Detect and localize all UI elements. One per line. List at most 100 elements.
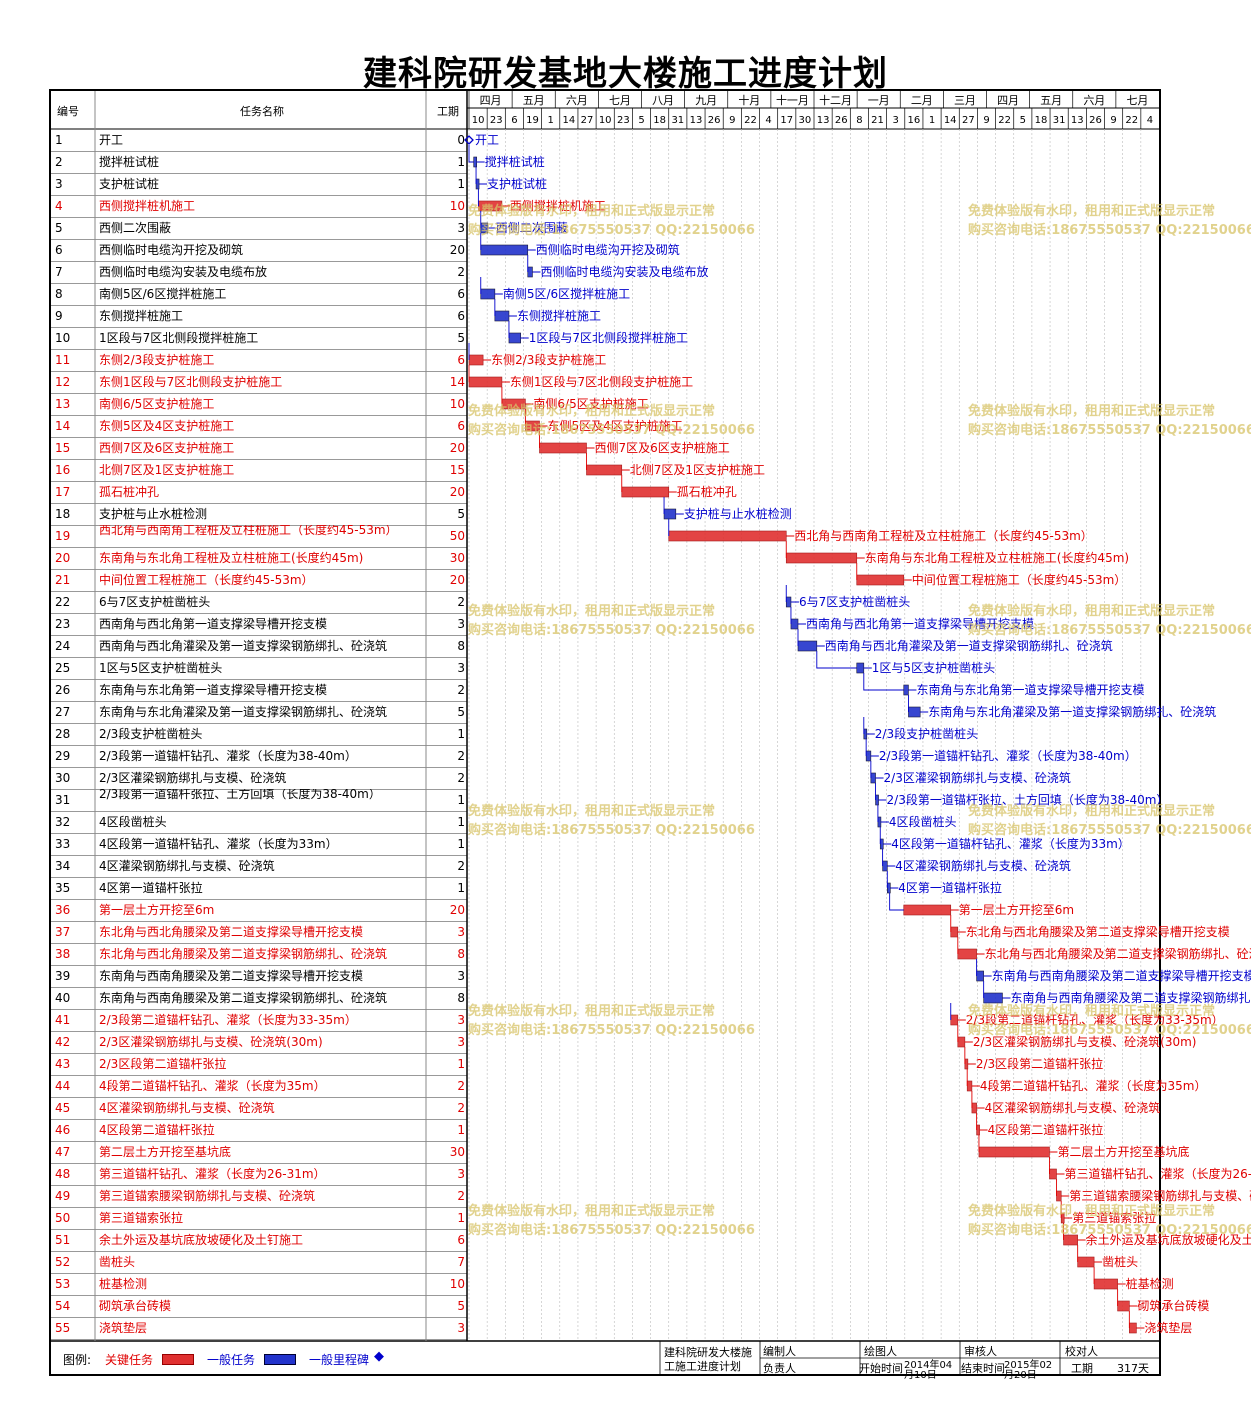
- task-bar-label: 4区灌梁钢筋绑扎与支模、砼浇筑: [985, 1100, 1161, 1115]
- start-time-value-1: 2014年04: [904, 1360, 953, 1371]
- task-bar-label: 4区段凿桩头: [889, 814, 957, 829]
- task-bar-label: 2/3段支护桩凿桩头: [875, 726, 978, 741]
- task-name: 西南角与西北角灌梁及第一道支撑梁钢筋绑扎、砼浇筑: [99, 639, 388, 653]
- task-bar: [865, 750, 872, 762]
- task-name: 2/3段支护桩凿桩头: [99, 727, 203, 741]
- task-bar: [468, 376, 503, 388]
- task-id: 13: [55, 397, 71, 411]
- task-duration: 15: [449, 463, 465, 477]
- task-duration: 6: [457, 1233, 465, 1247]
- task-duration: 1: [457, 793, 465, 807]
- task-bar: [1129, 1322, 1137, 1334]
- task-name: 余土外运及基坑底放坡硬化及土钉施工: [99, 1233, 304, 1247]
- day-tick-label: 3: [893, 115, 899, 126]
- day-tick-label: 8: [856, 115, 862, 126]
- day-tick-label: 30: [799, 115, 812, 126]
- task-duration: 3: [457, 1035, 465, 1049]
- task-bar-label: 2/3段第二道锚杆钻孔、灌浆（长度为33-35m）: [966, 1012, 1224, 1027]
- task-duration: 20: [449, 243, 465, 257]
- header-id: 编号: [57, 105, 79, 118]
- watermark: 免费体验版有水印，租用和正式版显示正常购买咨询电话:18675550537 QQ…: [968, 1202, 1251, 1240]
- month-label: 七月: [609, 94, 631, 107]
- task-bar-label: 4区段第二道锚杆张拉: [988, 1122, 1104, 1137]
- watermark-line: 免费体验版有水印，租用和正式版显示正常: [968, 1204, 1216, 1219]
- task-bar-label: 2/3区灌梁钢筋绑扎与支模、砼浇筑: [884, 770, 1071, 785]
- responsible-label: 负责人: [763, 1362, 796, 1375]
- task-bar-label: 东侧1区段与7区北侧段支护桩施工: [510, 374, 693, 389]
- watermark-line: 购买咨询电话:18675550537 QQ:22150066: [968, 223, 1251, 238]
- dependency-arrow: [468, 145, 474, 163]
- legend-milestone-icon: ◆: [374, 1349, 384, 1364]
- day-tick-label: 5: [1020, 115, 1026, 126]
- task-duration: 5: [457, 1299, 465, 1313]
- task-bar-label: 第三道锚索张拉: [1072, 1210, 1156, 1225]
- task-duration: 3: [457, 221, 465, 235]
- task-bar-label: 东南角与西南角腰梁及第二道支撑梁导槽开挖支模: [992, 968, 1251, 983]
- watermark: 免费体验版有水印，租用和正式版显示正常购买咨询电话:18675550537 QQ…: [968, 202, 1251, 240]
- task-bar-label: 第一层土方开挖至6m: [959, 902, 1074, 917]
- task-duration: 2: [457, 683, 465, 697]
- month-label: 十二月: [819, 93, 852, 107]
- task-bar-label: 4段第二道锚杆钻孔、灌浆（长度为35m）: [980, 1078, 1207, 1093]
- day-tick-label: 22: [744, 115, 757, 126]
- start-time-value-2: 月10日: [904, 1370, 937, 1381]
- day-tick-label: 1: [548, 115, 554, 126]
- task-bar-label: 桩基检测: [1126, 1276, 1174, 1291]
- day-tick-label: 6: [511, 115, 517, 126]
- task-bar: [468, 354, 484, 366]
- watermark: 免费体验版有水印，租用和正式版显示正常购买咨询电话:18675550537 QQ…: [468, 602, 755, 640]
- month-label: 七月: [1126, 94, 1148, 107]
- legend-normal-label: 一般任务: [207, 1353, 256, 1367]
- task-duration: 5: [457, 331, 465, 345]
- legend-milestone-label: 一般里程碑: [309, 1353, 370, 1367]
- task-bar: [668, 530, 787, 542]
- task-duration: 3: [457, 661, 465, 675]
- task-duration: 20: [449, 573, 465, 587]
- task-duration: 2: [457, 749, 465, 763]
- legend-critical-label: 关键任务: [105, 1353, 154, 1367]
- task-name: 东侧1区段与7区北侧段支护桩施工: [99, 375, 283, 389]
- watermark-line: 购买咨询电话:18675550537 QQ:22150066: [468, 1223, 755, 1238]
- task-duration: 7: [457, 1255, 465, 1269]
- day-tick-label: 19: [526, 115, 539, 126]
- task-id: 24: [55, 639, 71, 653]
- month-label: 三月: [954, 94, 976, 107]
- task-bar: [785, 596, 792, 608]
- task-name: 东北角与西北角腰梁及第二道支撑梁钢筋绑扎、砼浇筑: [99, 947, 388, 961]
- month-label: 六月: [1083, 94, 1105, 107]
- task-id: 44: [55, 1079, 71, 1093]
- task-bar-label: 南侧6/5区支护桩施工: [533, 396, 648, 411]
- task-bar-label: 开工: [475, 133, 499, 147]
- task-bar-label: 2/3区段第二道锚杆张拉: [976, 1056, 1103, 1071]
- task-id: 35: [55, 881, 71, 895]
- task-duration: 20: [449, 903, 465, 917]
- task-name: 西侧临时电缆沟安装及电缆布放: [99, 265, 268, 279]
- day-tick-label: 4: [1147, 115, 1153, 126]
- watermark-line: 免费体验版有水印，租用和正式版显示正常: [968, 1004, 1216, 1019]
- watermark: 免费体验版有水印，租用和正式版显示正常购买咨询电话:18675550537 QQ…: [968, 602, 1251, 640]
- task-duration: 20: [449, 485, 465, 499]
- task-duration: 8: [457, 991, 465, 1005]
- task-id: 20: [55, 551, 71, 565]
- end-time-value-1: 2015年02: [1004, 1360, 1053, 1371]
- task-name: 西侧7区及6区支护桩施工: [99, 441, 235, 455]
- task-bar-label: 4区段第一道锚杆钻孔、灌浆（长度为33m）: [891, 836, 1130, 851]
- task-duration: 2: [457, 1079, 465, 1093]
- task-id: 3: [55, 177, 63, 191]
- task-name: 2/3区段第二道锚杆张拉: [99, 1057, 227, 1071]
- task-id: 52: [55, 1255, 71, 1269]
- task-name: 1区段与7区北侧段搅拌桩施工: [99, 331, 259, 345]
- watermark-line: 免费体验版有水印，租用和正式版显示正常: [468, 1204, 716, 1219]
- task-bar-label: 1区与5区支护桩凿桩头: [872, 660, 995, 675]
